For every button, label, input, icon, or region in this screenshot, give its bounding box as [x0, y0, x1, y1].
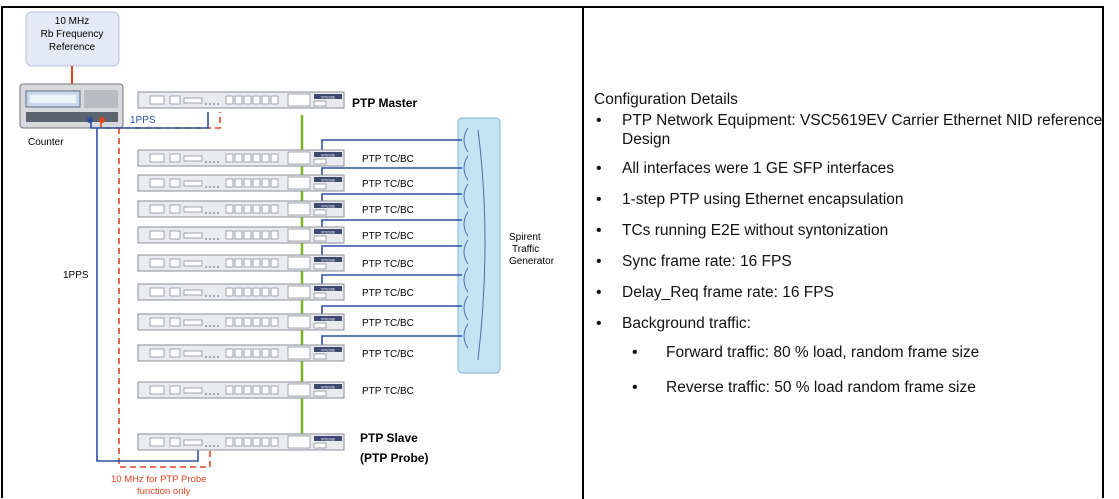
background-traffic-list: Forward traffic: 80 % load, random frame… [622, 343, 1104, 397]
config-item-background-label: Background traffic: [622, 315, 751, 332]
node-label: PTP TC/BC [362, 179, 414, 190]
node-label: PTP TC/BC [362, 154, 414, 165]
traffic-link [321, 167, 462, 177]
config-item-background: Background traffic: Forward traffic: 80 … [594, 314, 1104, 397]
node-label: PTP TC/BC [362, 205, 414, 216]
probe-note-1: 10 MHz for PTP Probe [111, 474, 206, 485]
ptp-tc-bc-device: VITESSE [137, 283, 345, 301]
traffic-link [321, 245, 462, 257]
device-brand-label: VITESSE [321, 348, 336, 352]
pps-label-top: 1PPS [130, 115, 156, 126]
config-item: TCs running E2E without syntonization [594, 221, 1104, 240]
device-brand-label: VITESSE [321, 95, 336, 99]
sub-item: Forward traffic: 80 % load, random frame… [622, 343, 1104, 362]
node-label: PTP TC/BC [362, 349, 414, 360]
ptp-tc-bc-device: VITESSE [137, 313, 345, 331]
device-brand-label: VITESSE [321, 287, 336, 291]
node-label: PTP TC/BC [362, 318, 414, 329]
generator-label-1: Spirent [509, 232, 541, 243]
device-brand-label: VITESSE [321, 258, 336, 262]
traffic-link [321, 335, 462, 347]
ptp-tc-bc-device: VITESSE [137, 226, 345, 244]
ptp-slave-device: VITESSE [137, 433, 345, 451]
device-brand-label: VITESSE [321, 385, 336, 389]
slave-label-1: PTP Slave [360, 431, 418, 445]
ptp-tc-bc-device: VITESSE [137, 174, 345, 192]
traffic-link [321, 305, 462, 316]
generator-label-2: Traffic [512, 244, 539, 255]
generator-label-3: Generator [509, 256, 555, 267]
test-setup-diagram: 10 MHz Rb Frequency Reference Counter 1P… [19, 11, 555, 497]
config-title: Configuration Details [594, 91, 738, 108]
device-brand-label: VITESSE [321, 437, 336, 441]
counter-device: Counter [19, 83, 124, 148]
reference-line-3: Reference [49, 42, 96, 53]
red-cable-probe [118, 128, 211, 468]
ptp-tc-bc-device: VITESSE [137, 200, 345, 218]
node-label: PTP TC/BC [362, 288, 414, 299]
traffic-link [321, 219, 462, 229]
probe-note-2: function only [137, 486, 191, 497]
ptp-tc-bc-device: VITESSE [137, 381, 345, 399]
config-item: Sync frame rate: 16 FPS [594, 252, 1104, 271]
traffic-link [321, 193, 462, 203]
traffic-link [321, 139, 462, 152]
device-brand-label: VITESSE [321, 178, 336, 182]
reference-line-1: 10 MHz [55, 16, 89, 27]
master-label: PTP Master [352, 96, 417, 110]
ptp-tc-bc-device: VITESSE [137, 254, 345, 272]
pps-label-left: 1PPS [63, 270, 89, 281]
device-brand-label: VITESSE [321, 317, 336, 321]
config-item: PTP Network Equipment: VSC5619EV Carrier… [594, 111, 1104, 149]
device-brand-label: VITESSE [321, 204, 336, 208]
configuration-panel: Configuration Details PTP Network Equipm… [594, 90, 1104, 413]
node-label: PTP TC/BC [362, 259, 414, 270]
blue-cable-slave [96, 128, 199, 462]
column-divider [582, 6, 584, 499]
blue-cable-master [90, 112, 209, 129]
ptp-master-device: VITESSE [137, 91, 345, 109]
reference-line-2: Rb Frequency [41, 29, 104, 40]
device-brand-label: VITESSE [321, 230, 336, 234]
config-item: Delay_Req frame rate: 16 FPS [594, 283, 1104, 302]
generator-loop-line [477, 129, 486, 361]
counter-label: Counter [28, 137, 64, 148]
ptp-tc-bc-device: VITESSE [137, 344, 345, 362]
ptp-tc-bc-device: VITESSE [137, 149, 345, 167]
config-list: PTP Network Equipment: VSC5619EV Carrier… [594, 111, 1104, 397]
node-label: PTP TC/BC [362, 386, 414, 397]
traffic-generator: Spirent Traffic Generator [457, 117, 555, 374]
node-label: PTP TC/BC [362, 231, 414, 242]
sub-item: Reverse traffic: 50 % load random frame … [622, 378, 1104, 397]
rb-frequency-reference: 10 MHz Rb Frequency Reference [25, 11, 120, 67]
config-item: 1-step PTP using Ethernet encapsulation [594, 190, 1104, 209]
device-brand-label: VITESSE [321, 153, 336, 157]
slave-label-2: (PTP Probe) [360, 451, 428, 465]
traffic-link [321, 274, 462, 286]
config-item: All interfaces were 1 GE SFP interfaces [594, 159, 1104, 178]
